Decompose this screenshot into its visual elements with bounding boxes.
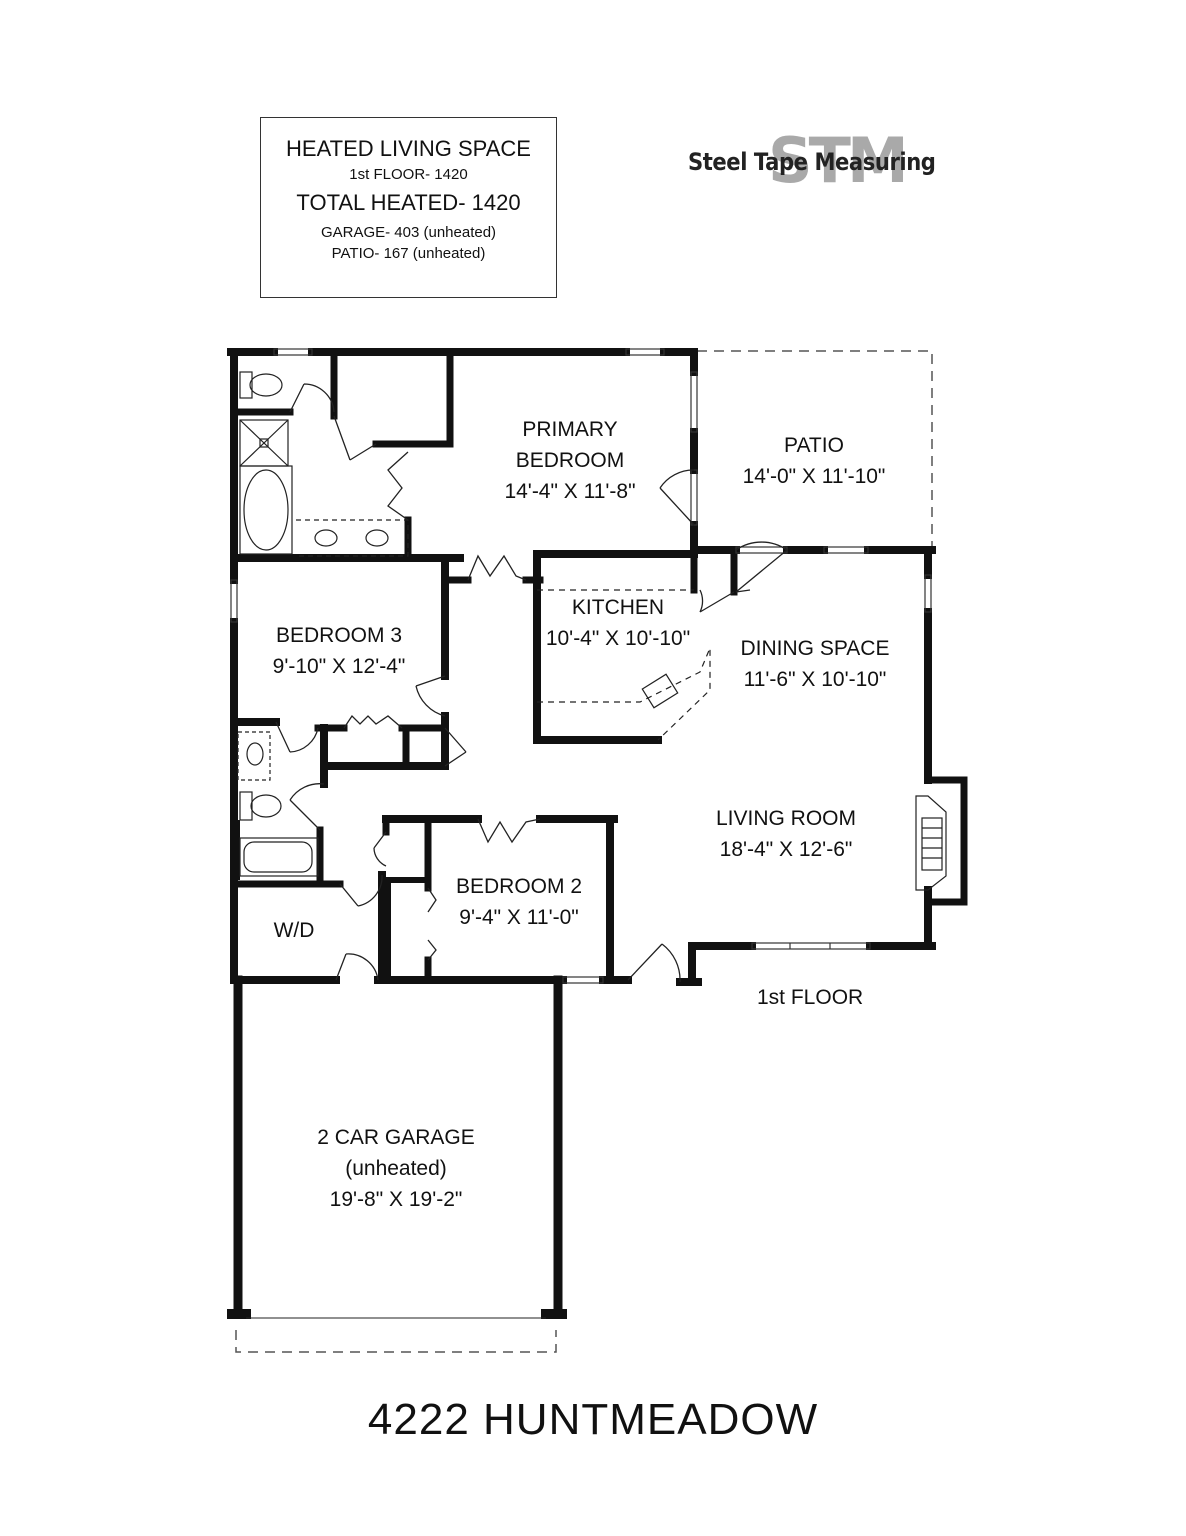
dining-name: DINING SPACE bbox=[740, 637, 890, 660]
patio-outline bbox=[697, 350, 933, 548]
floor-label: 1st FLOOR bbox=[757, 986, 864, 1009]
room-patio: PATIO 14'-0" X 11'-10" bbox=[743, 430, 886, 492]
bedroom-2-name: BEDROOM 2 bbox=[455, 875, 583, 898]
first-floor-area: 1st FLOOR- 1420 bbox=[349, 166, 468, 183]
logo-monogram: STM bbox=[768, 124, 909, 197]
doors bbox=[275, 383, 788, 983]
total-heated-area: TOTAL HEATED- 1420 bbox=[296, 190, 521, 215]
room-living: LIVING ROOM 18'-4" X 12'-6" bbox=[716, 803, 856, 865]
room-wd: W/D bbox=[274, 915, 315, 946]
primary-bedroom-name-1: PRIMARY bbox=[522, 418, 618, 441]
wd-name: W/D bbox=[273, 919, 315, 942]
area-summary-box: HEATED LIVING SPACE 1st FLOOR- 1420 TOTA… bbox=[260, 117, 557, 298]
garage-note: (unheated) bbox=[345, 1157, 447, 1180]
walls bbox=[227, 348, 968, 1319]
kitchen-name: KITCHEN bbox=[571, 596, 665, 619]
dining-size: 11'-6" X 10'-10" bbox=[743, 668, 887, 691]
primary-bedroom-size: 14'-4" X 11'-8" bbox=[504, 480, 636, 503]
room-bedroom-3: BEDROOM 3 9'-10" X 12'-4" bbox=[273, 620, 406, 682]
property-address: 4222 HUNTMEADOW bbox=[367, 1395, 819, 1444]
bedroom-3-size: 9'-10" X 12'-4" bbox=[272, 655, 406, 678]
primary-bedroom-name-2: BEDROOM bbox=[515, 449, 625, 472]
room-kitchen: KITCHEN 10'-4" X 10'-10" bbox=[546, 592, 690, 654]
patio-area: PATIO- 167 (unheated) bbox=[331, 245, 486, 262]
heated-space-title: HEATED LIVING SPACE bbox=[286, 136, 531, 161]
patio-name: PATIO bbox=[784, 434, 844, 457]
garage-area: GARAGE- 403 (unheated) bbox=[320, 224, 497, 241]
room-primary-bedroom: PRIMARY BEDROOM 14'-4" X 11'-8" bbox=[504, 414, 635, 507]
room-dining: DINING SPACE 11'-6" X 10'-10" bbox=[741, 633, 890, 695]
room-bedroom-2: BEDROOM 2 9'-4" X 11'-0" bbox=[456, 871, 582, 933]
fixtures bbox=[237, 371, 947, 1319]
kitchen-size: 10'-4" X 10'-10" bbox=[545, 627, 691, 650]
patio-size: 14'-0" X 11'-10" bbox=[742, 465, 886, 488]
garage-size: 19'-8" X 19'-2" bbox=[329, 1188, 463, 1211]
living-size: 18'-4" X 12'-6" bbox=[719, 838, 853, 861]
bedroom-2-size: 9'-4" X 11'-0" bbox=[459, 906, 579, 929]
company-logo: STM Steel Tape Measuring bbox=[688, 128, 948, 194]
room-garage: 2 CAR GARAGE (unheated) 19'-8" X 19'-2" bbox=[317, 1122, 475, 1215]
garage-door-outline bbox=[235, 1330, 557, 1353]
logo-company-name: Steel Tape Measuring bbox=[688, 148, 936, 176]
living-name: LIVING ROOM bbox=[715, 807, 857, 830]
bedroom-3-name: BEDROOM 3 bbox=[275, 624, 403, 647]
garage-name: 2 CAR GARAGE bbox=[317, 1126, 475, 1149]
